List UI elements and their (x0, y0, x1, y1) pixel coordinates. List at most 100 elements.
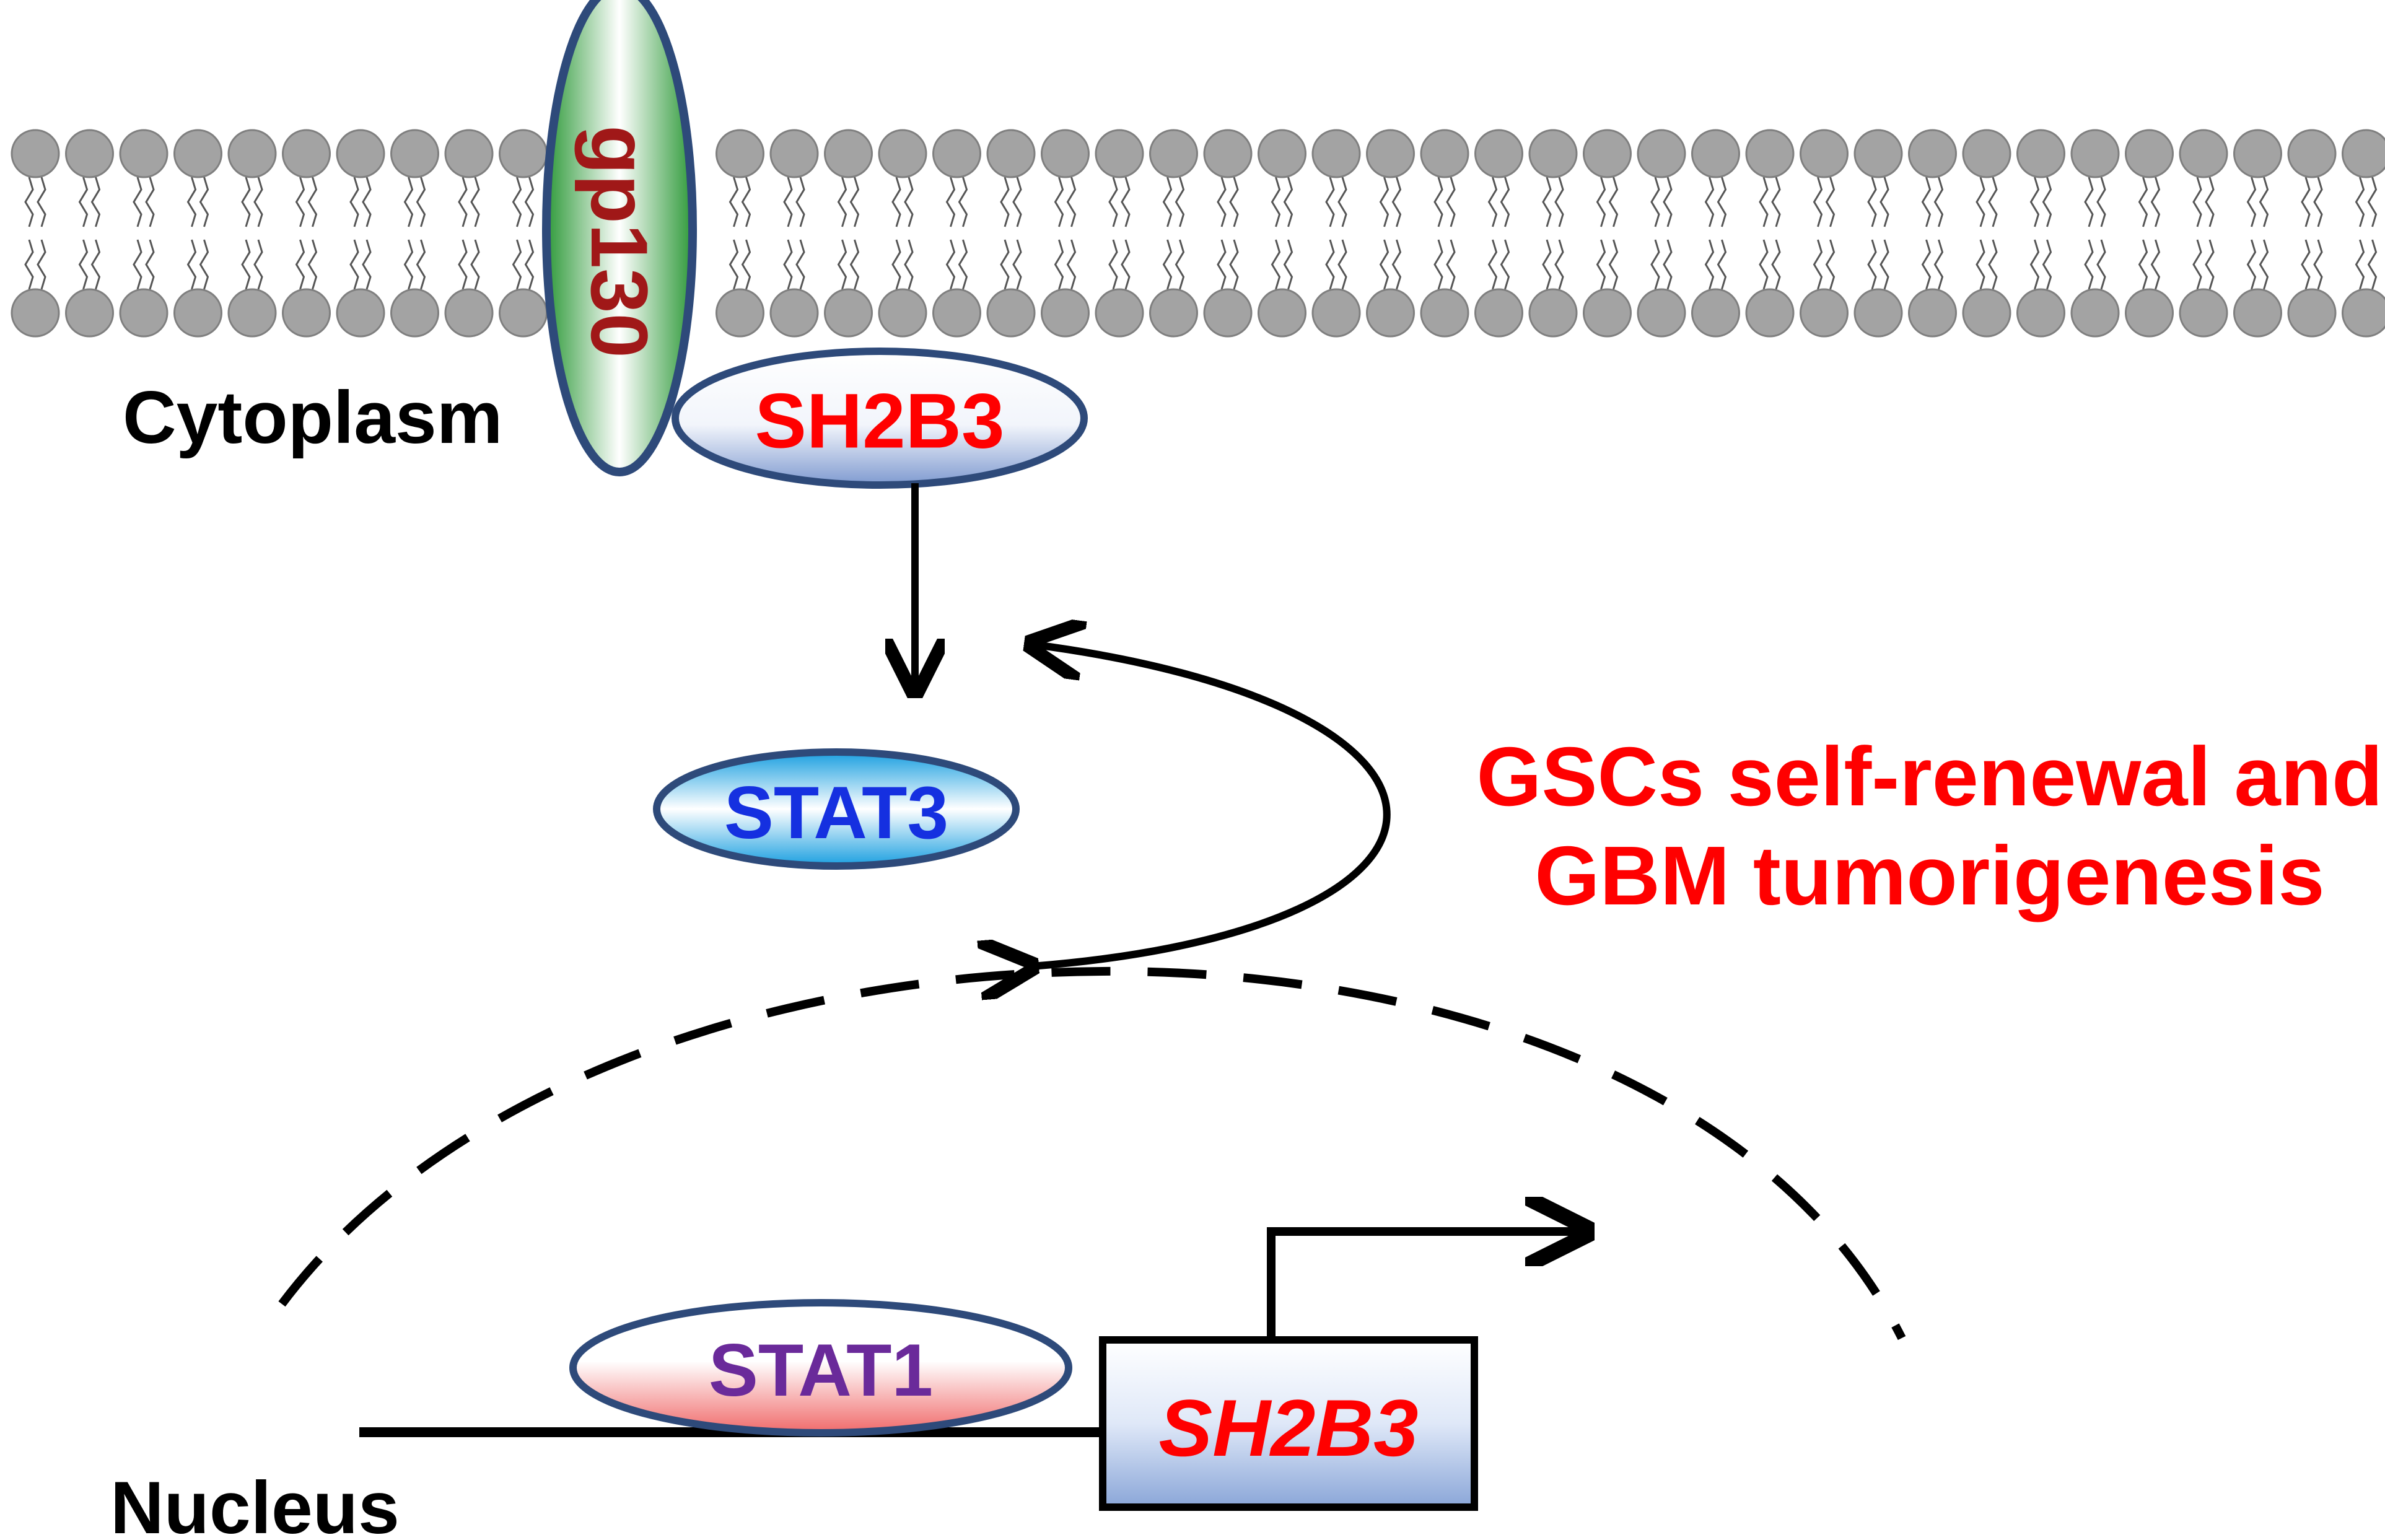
lipid-head (444, 288, 494, 338)
lipid-tail (145, 239, 155, 290)
lipid-head (227, 288, 277, 338)
lipid-tail (78, 239, 89, 290)
gp130-receptor: gp130 (542, 0, 697, 476)
lipid-head (932, 129, 981, 178)
lipid-tail (2313, 177, 2323, 227)
lipid-tail (1433, 239, 1443, 290)
lipid-tail (2246, 177, 2257, 227)
stat1-protein: STAT1 (569, 1299, 1072, 1437)
lipid-tail (1337, 239, 1347, 290)
lipid-tail (795, 177, 805, 227)
lipid-tail (945, 239, 956, 290)
lipid-tail (729, 177, 739, 227)
lipid-tail (295, 177, 305, 227)
lipid-tail (307, 239, 318, 290)
lipid-tail (1976, 239, 1985, 290)
lipid-tail (2192, 239, 2202, 290)
lipid-tail (362, 177, 372, 227)
lipid-head (1800, 129, 1849, 178)
stat1-label: STAT1 (709, 1329, 933, 1412)
lipid-head (1366, 288, 1415, 338)
lipid-head (1583, 288, 1632, 338)
lipid-head (2125, 288, 2174, 338)
lipid-tail (1542, 177, 1552, 227)
lipid-head (336, 288, 385, 338)
lipid-head (1041, 129, 1090, 178)
lipid-head (1366, 129, 1415, 178)
lipid-tail (90, 177, 101, 227)
lipid-head (716, 129, 764, 178)
lipid-tail (1650, 177, 1660, 227)
lipid-tail (24, 239, 34, 290)
lipid-tail (1000, 239, 1010, 290)
lipid-tail (524, 177, 535, 227)
lipid-head (499, 288, 548, 338)
lipid-tail (1704, 239, 1715, 290)
lipid-head (1528, 288, 1578, 338)
lipid-tail (2205, 177, 2215, 227)
lipid-tail (1759, 177, 1769, 227)
lipid-head (390, 129, 439, 178)
lipid-tail (24, 177, 34, 227)
lipid-tail (1976, 177, 1985, 227)
lipid-tail (1663, 239, 1673, 290)
lipid-tail (1554, 177, 1564, 227)
lipid-head (2179, 288, 2228, 338)
lipid-tail (458, 177, 468, 227)
lipid-tail (1608, 177, 1619, 227)
lipid-tail (133, 239, 142, 290)
lipid-tail (741, 239, 751, 290)
lipid-tail (1271, 177, 1281, 227)
lipid-tail (1704, 177, 1715, 227)
lipid-head (824, 129, 873, 178)
lipid-tail (1867, 177, 1877, 227)
lipid-head (1474, 288, 1523, 338)
lipid-tail (1121, 177, 1131, 227)
lipid-tail (2084, 239, 2094, 290)
lipid-tail (349, 239, 359, 290)
lipid-tail (2355, 177, 2365, 227)
lipid-tail (1596, 177, 1606, 227)
lipid-head (1637, 288, 1686, 338)
lipid-head (336, 129, 385, 178)
lipid-tail (1487, 177, 1498, 227)
lipid-tail (253, 239, 263, 290)
lipid-tail (1175, 177, 1185, 227)
lipid-tail (524, 239, 535, 290)
lipid-tail (1108, 239, 1118, 290)
lipid-tail (2246, 239, 2257, 290)
lipid-tail (891, 239, 901, 290)
lipid-tail (837, 177, 847, 227)
lipid-head (1908, 129, 1957, 178)
transcription-arrow (1267, 1232, 1586, 1340)
lipid-tail (1271, 239, 1281, 290)
lipid-tail (403, 177, 414, 227)
lipid-tail (1825, 239, 1836, 290)
lipid-head (1691, 129, 1740, 178)
lipid-head (2287, 288, 2337, 338)
lipid-tail (783, 177, 793, 227)
lipid-tail (1596, 239, 1606, 290)
lipid-head (1311, 288, 1361, 338)
outcome-text-line1: GSCs self-renewal and (1477, 730, 2383, 823)
lipid-tail (2150, 177, 2161, 227)
lipid-tail (241, 177, 251, 227)
lipid-tail (1542, 239, 1552, 290)
lipid-tail (2096, 239, 2106, 290)
lipid-tail (1012, 239, 1022, 290)
lipid-tail (90, 239, 101, 290)
lipid-head (1583, 129, 1632, 178)
lipid-tail (795, 239, 805, 290)
lipid-head (878, 129, 927, 178)
lipid-head (1041, 288, 1090, 338)
lipid-tail (2301, 239, 2311, 290)
lipid-head (878, 288, 927, 338)
lipid-tail (1379, 239, 1389, 290)
lipid-tail (1650, 239, 1660, 290)
lipid-tail (186, 239, 197, 290)
lipid-tail (1500, 239, 1510, 290)
lipid-tail (1379, 177, 1389, 227)
lipid-tail (2301, 177, 2311, 227)
lipid-tail (1446, 177, 1456, 227)
lipid-tail (1162, 239, 1173, 290)
